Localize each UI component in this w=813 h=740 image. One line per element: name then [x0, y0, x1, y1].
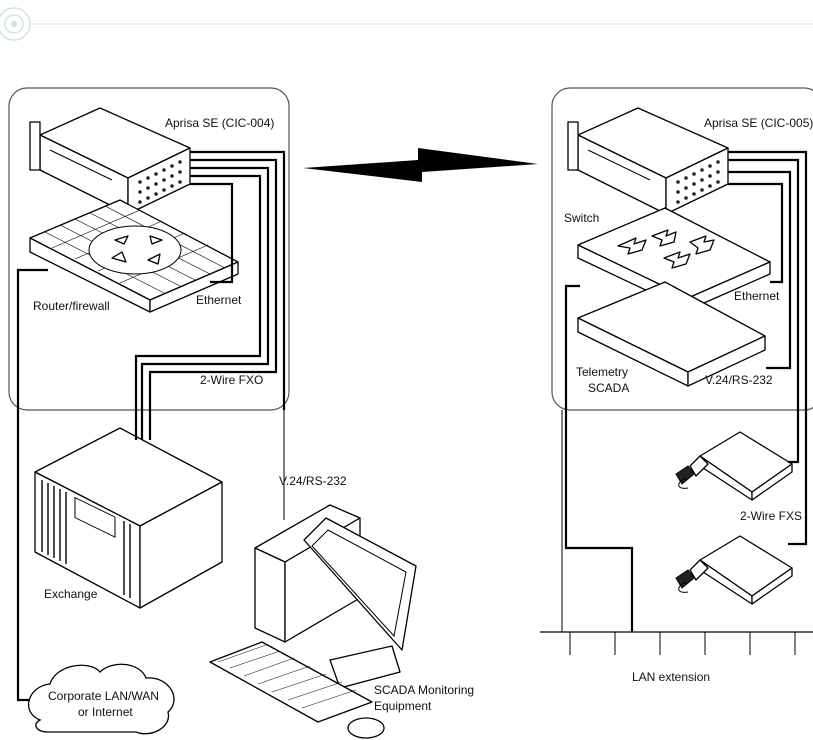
right-site-wiring — [561, 150, 808, 632]
router-firewall-device — [29, 199, 239, 313]
label-lan-extension: LAN extension — [632, 670, 710, 684]
label-exchange: Exchange — [44, 587, 98, 601]
lan-extension-bus — [540, 631, 813, 655]
label-wire-fxs: 2-Wire FXS — [740, 509, 802, 523]
exchange-device — [34, 427, 223, 609]
label-scada-monitoring-line1: SCADA Monitoring — [374, 683, 474, 697]
label-aprisa-right: Aprisa SE (CIC-005) — [704, 116, 813, 130]
telemetry-scada-device — [577, 281, 766, 387]
phone-2-icon — [675, 535, 793, 605]
radio-link-icon — [303, 148, 538, 182]
label-telemetry-line1: Telemetry — [576, 365, 628, 379]
label-switch: Switch — [564, 211, 599, 225]
label-v24-right: V.24/RS-232 — [705, 373, 773, 387]
phone-1-icon — [675, 431, 793, 501]
label-ethernet-left: Ethernet — [196, 293, 242, 307]
scada-monitoring-pc — [209, 504, 417, 739]
label-telemetry-line2: SCADA — [588, 381, 629, 395]
label-corporate-line1: Corporate LAN/WAN — [48, 689, 159, 703]
label-aprisa-left: Aprisa SE (CIC-004) — [165, 116, 274, 130]
aprisa-radio-right — [567, 107, 729, 215]
label-ethernet-right: Ethernet — [734, 289, 780, 303]
brand-logo-icon — [0, 7, 31, 41]
left-site-wiring — [16, 150, 286, 702]
right-site-frame — [551, 87, 813, 411]
label-v24-left: V.24/RS-232 — [279, 474, 347, 488]
label-wire-fxo: 2-Wire FXO — [200, 373, 263, 387]
label-scada-monitoring-line2: Equipment — [374, 699, 432, 713]
corporate-network-cloud — [28, 663, 175, 735]
label-router-firewall: Router/firewall — [33, 299, 110, 313]
label-corporate-line2: or Internet — [78, 705, 133, 719]
